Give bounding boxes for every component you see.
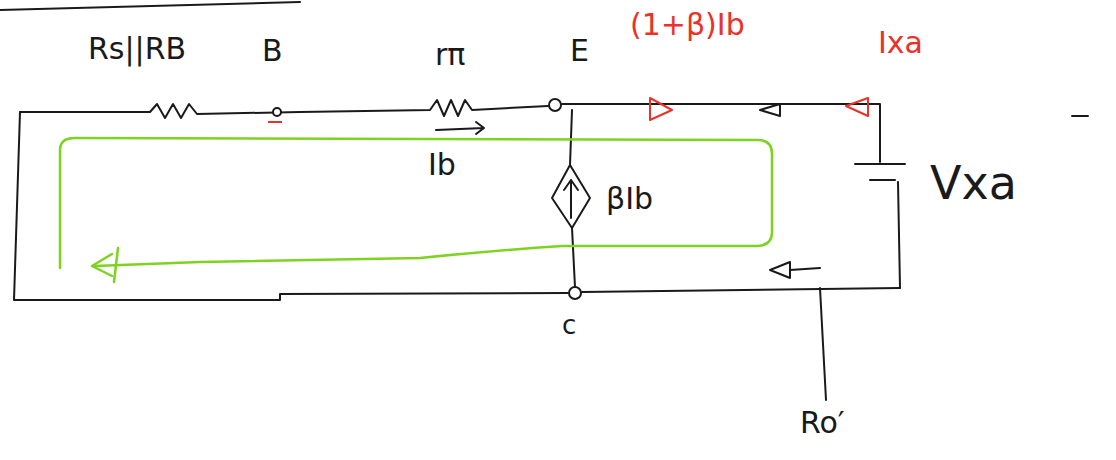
stray-dash xyxy=(1072,115,1088,117)
current-arrowhead xyxy=(770,262,820,278)
resistor-label: Rs||RB xyxy=(88,34,186,64)
source-arrow xyxy=(564,180,578,218)
current-arrow xyxy=(436,122,484,134)
current-arrowhead xyxy=(760,104,780,116)
current-arrowhead xyxy=(650,98,672,120)
mesh-loop xyxy=(60,138,772,268)
resistor-label: rπ xyxy=(435,40,465,70)
stray-line xyxy=(0,2,300,10)
right-wire xyxy=(562,104,880,162)
current-label: Ib xyxy=(428,150,456,180)
resistance-label: Ro′ xyxy=(800,408,845,438)
top-wire xyxy=(20,100,548,118)
battery-plate xyxy=(870,179,895,181)
voltage-label: Vxa xyxy=(930,160,1017,206)
dependent-source-diamond xyxy=(552,165,590,228)
bottom-wire xyxy=(582,288,900,292)
node-label: c xyxy=(562,312,576,338)
current-label: Ixa xyxy=(878,28,923,58)
current-label: (1+β)Ib xyxy=(630,10,745,40)
source-wire xyxy=(572,228,575,287)
current-arrowhead xyxy=(846,98,868,116)
loop-arrow xyxy=(92,248,118,282)
node-label: E xyxy=(570,36,589,66)
source-wire xyxy=(570,110,572,165)
node-label: B xyxy=(262,36,283,66)
right-wire xyxy=(898,182,900,288)
node-dot xyxy=(273,108,281,116)
leader-line xyxy=(820,288,826,400)
source-label: βIb xyxy=(606,184,653,214)
underline xyxy=(268,121,282,123)
node-dot xyxy=(569,287,581,299)
battery-plate xyxy=(855,163,905,165)
node-dot xyxy=(549,99,561,111)
